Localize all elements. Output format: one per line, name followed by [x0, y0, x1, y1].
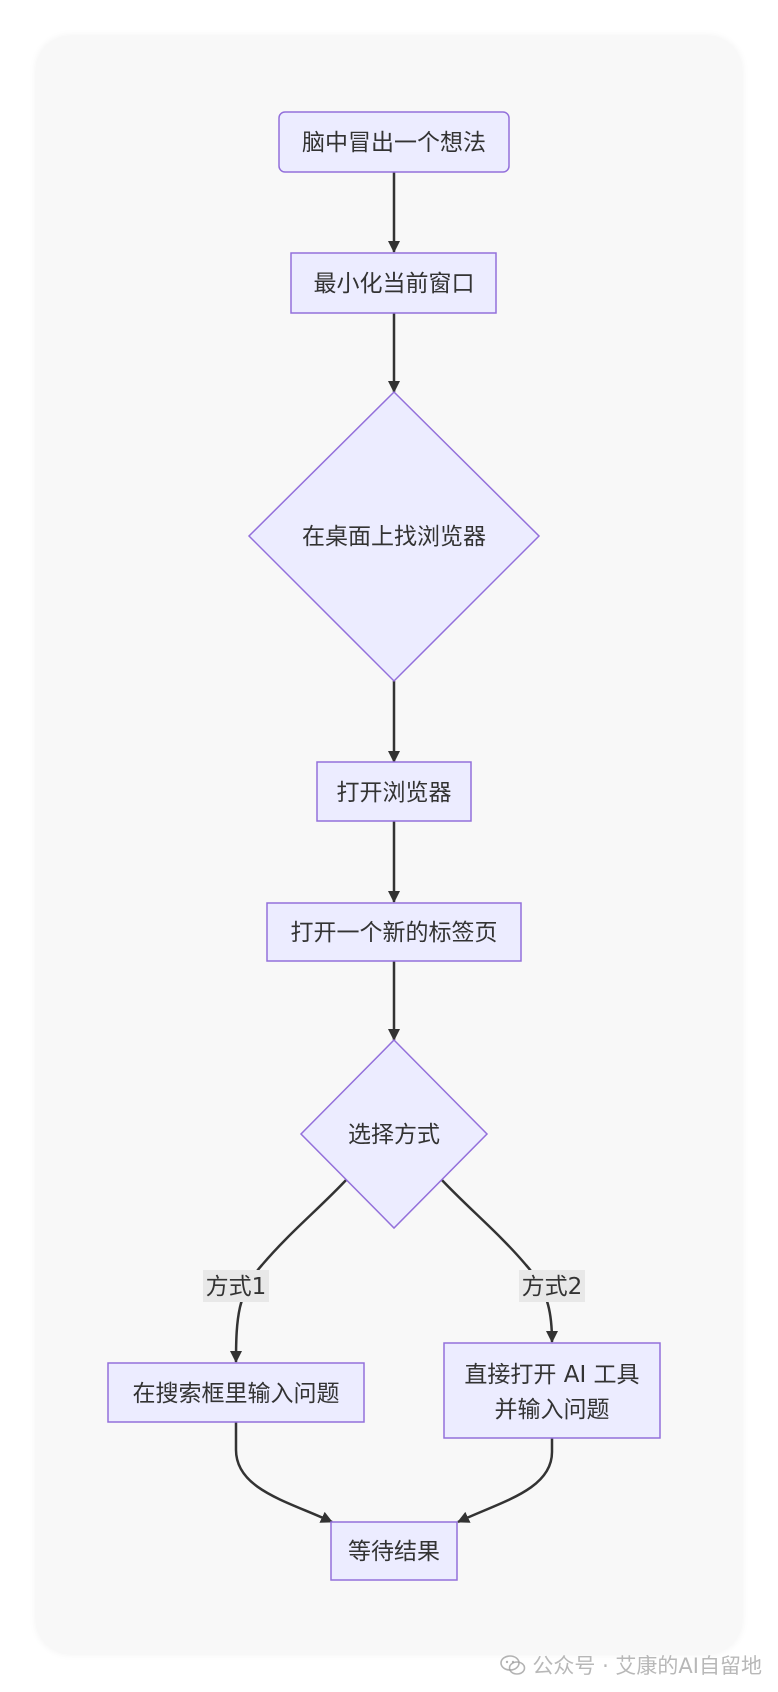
edges	[230, 172, 558, 1524]
node-idea-label: 脑中冒出一个想法	[302, 130, 486, 156]
edge-label-way1-text: 方式1	[206, 1274, 267, 1300]
node-find-browser: 在桌面上找浏览器	[247, 390, 541, 683]
node-minimize-label: 最小化当前窗口	[314, 271, 475, 297]
node-search-box-label: 在搜索框里输入问题	[133, 1381, 340, 1407]
node-minimize: 最小化当前窗口	[290, 252, 497, 314]
watermark: 公众号 · 艾康的AI自留地	[500, 1650, 762, 1680]
node-ai-tool-label-line2: 并输入问题	[495, 1397, 610, 1423]
node-open-browser: 打开浏览器	[316, 761, 472, 822]
node-new-tab-label: 打开一个新的标签页	[291, 920, 498, 946]
watermark-text: 公众号 · 艾康的AI自留地	[532, 1654, 762, 1678]
node-new-tab: 打开一个新的标签页	[266, 902, 522, 962]
node-wait-label: 等待结果	[348, 1539, 440, 1565]
edge-label-way1: 方式1	[203, 1270, 269, 1302]
wechat-icon	[500, 1655, 526, 1675]
node-ai-tool: 直接打开 AI 工具 并输入问题	[443, 1342, 661, 1439]
node-idea: 脑中冒出一个想法	[278, 111, 510, 173]
node-find-browser-label: 在桌面上找浏览器	[302, 524, 486, 550]
node-wait: 等待结果	[330, 1521, 458, 1581]
node-search-box: 在搜索框里输入问题	[107, 1362, 365, 1423]
edge-way2-wait	[457, 1438, 554, 1524]
edge-choose-way1	[230, 1177, 349, 1363]
node-open-browser-label: 打开浏览器	[337, 780, 452, 806]
edge-label-way2-text: 方式2	[522, 1274, 583, 1300]
node-ai-tool-label-line1: 直接打开 AI 工具	[464, 1362, 639, 1388]
edge-way1-wait	[234, 1420, 333, 1524]
node-choose: 选择方式	[299, 1038, 489, 1230]
edge-label-way2: 方式2	[519, 1270, 585, 1302]
node-choose-label: 选择方式	[348, 1122, 440, 1148]
edge-choose-way2	[439, 1177, 558, 1343]
